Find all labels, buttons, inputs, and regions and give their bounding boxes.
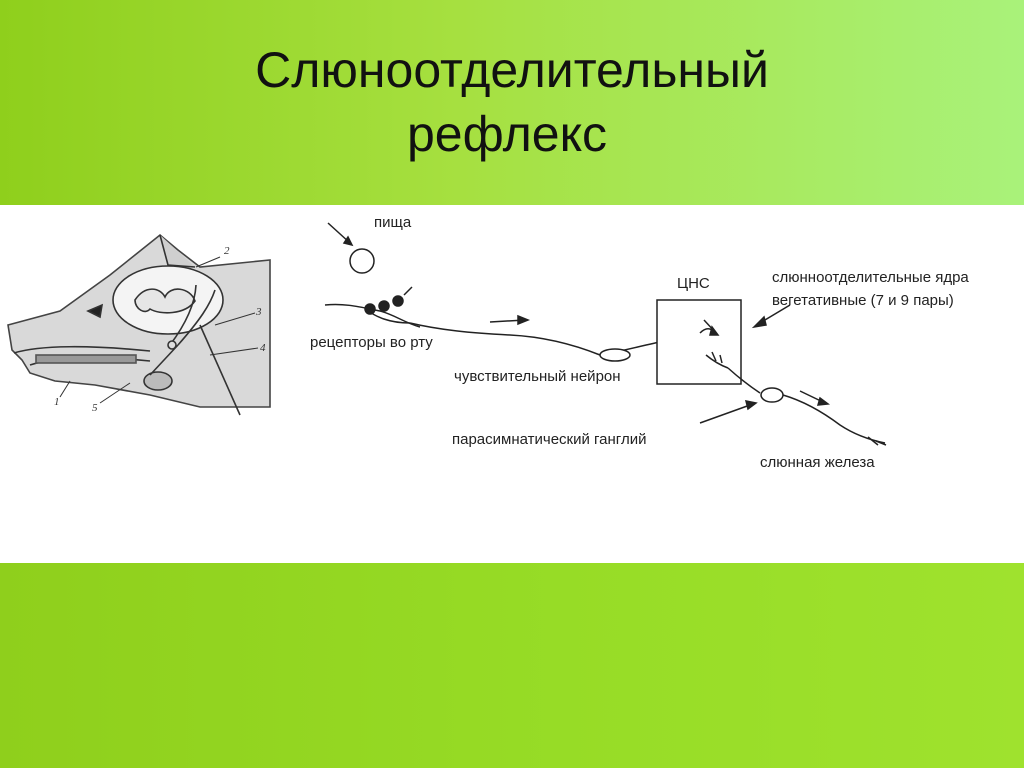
ganglion-body: [760, 387, 784, 403]
label-receptors: рецепторы во рту: [310, 334, 433, 351]
label-nuclei-line2: вегетативные (7 и 9 пары): [772, 292, 954, 309]
reflex-diagram: [7, 222, 887, 446]
dog-label-4: 4: [260, 342, 266, 354]
dog-salivary-gland: [143, 371, 173, 391]
nuclei-arrow: [751, 304, 791, 329]
dog-eye: [86, 303, 104, 319]
label-food: пища: [374, 214, 412, 231]
dog-label-5: 5: [92, 402, 98, 414]
cns-box: [656, 299, 761, 394]
dog-head-illustration: [7, 233, 271, 416]
title-line-1: Слюноотделительный: [255, 42, 769, 98]
label-nuclei-line1: слюнноотделительные ядра: [772, 269, 969, 286]
ganglion-arrow: [699, 400, 758, 424]
dog-label-2: 2: [224, 245, 230, 257]
dog-label-1: 1: [54, 396, 60, 408]
sensory-pathway: [409, 314, 701, 362]
label-ganglion: парасимнатический ганглий: [452, 431, 647, 448]
slide-title: Слюноотделительный рефлекс: [0, 38, 1024, 166]
label-gland: слюнная железа: [760, 454, 875, 471]
sensory-axon: [409, 322, 701, 356]
food-arrow-head: [342, 235, 354, 247]
title-line-2: рефлекс: [406, 106, 608, 162]
receptors-illustration: [324, 286, 421, 328]
dog-ear: [159, 234, 196, 268]
label-sensory-neuron: чувствительный нейрон: [454, 368, 621, 385]
bottom-band: [0, 563, 1024, 768]
title-band: [0, 0, 1024, 205]
food-circle: [349, 248, 375, 274]
dog-label-3: 3: [256, 306, 262, 318]
dog-teeth: [35, 354, 137, 364]
label-cns: ЦНС: [677, 275, 710, 292]
efferent-pathway: [760, 387, 887, 446]
food-illustration: [327, 222, 375, 274]
dog-mouth: [13, 345, 151, 354]
sensory-neuron-body: [599, 348, 631, 362]
